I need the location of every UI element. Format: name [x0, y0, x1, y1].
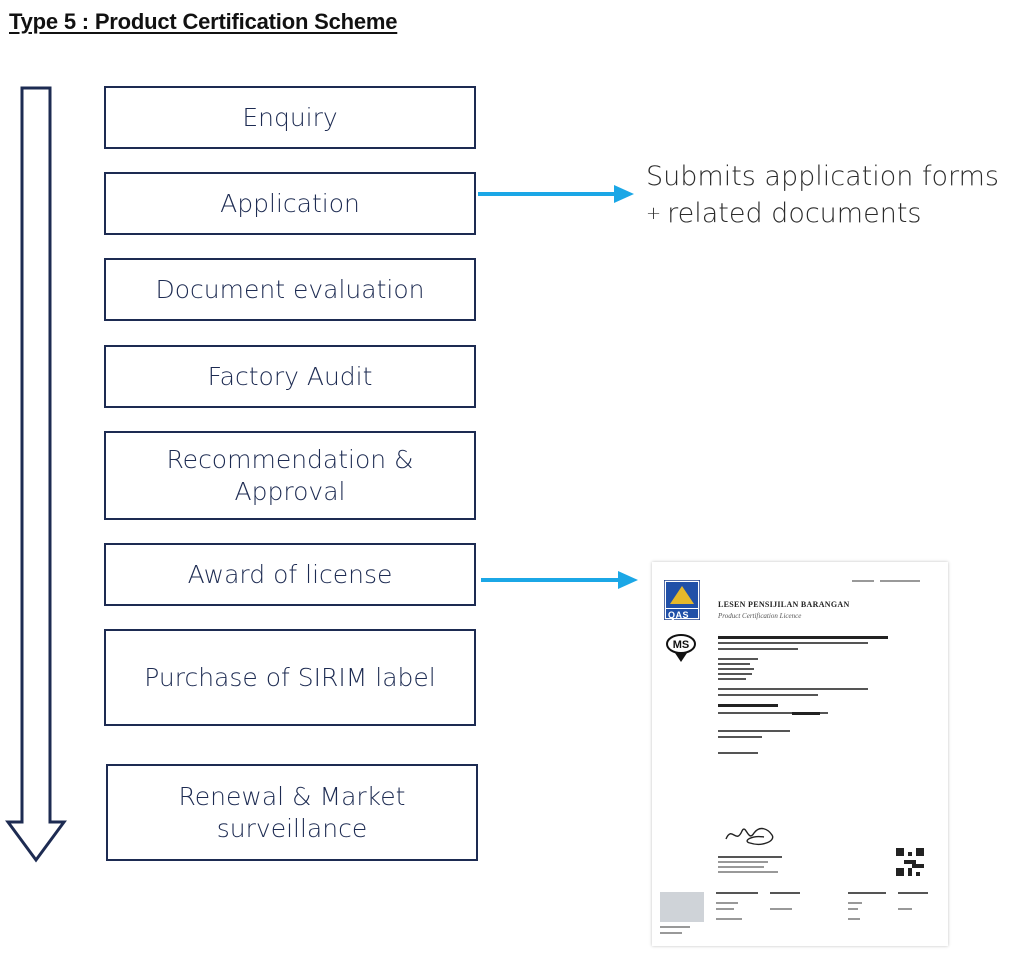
qas-logo-icon: [664, 580, 700, 620]
process-flow-down-arrow: [5, 86, 67, 863]
application-note-line2: related documents: [667, 198, 922, 229]
footer-stamp: [660, 892, 704, 922]
application-note-line1: Submits application forms: [646, 161, 999, 192]
application-connector-head: [614, 185, 634, 203]
step-enquiry: Enquiry: [104, 86, 476, 149]
step-renewal-label-line2: surveillance: [216, 813, 368, 843]
step-award-of-license: Award of license: [104, 543, 476, 606]
step-recommendation-approval: Recommendation & Approval: [104, 431, 476, 520]
step-factory-audit-label: Factory Audit: [207, 361, 373, 391]
step-application-label: Application: [220, 188, 360, 218]
license-heading: LESEN PENSIJILAN BARANGAN: [718, 600, 850, 609]
license-subheading: Product Certification Licence: [718, 612, 802, 620]
flow-arrow-shape: [5, 86, 67, 863]
application-note-line2-wrap: +related documents: [646, 195, 1026, 232]
page-title: Type 5 : Product Certification Scheme: [9, 9, 398, 34]
plus-bullet-icon: +: [646, 203, 662, 224]
step-document-evaluation-label: Document evaluation: [155, 274, 425, 304]
step-recommendation-approval-label-line2: Approval: [234, 476, 346, 506]
step-purchase-sirim-label: Purchase of SIRIM label: [104, 629, 476, 726]
step-purchase-sirim-label-label: Purchase of SIRIM label: [144, 662, 436, 692]
step-application: Application: [104, 172, 476, 235]
step-award-of-license-label: Award of license: [187, 559, 393, 589]
qas-logo-text: QAS: [668, 610, 690, 620]
qr-code-icon: [896, 848, 924, 876]
license-document-image: QAS LESEN PENSIJILAN BARANGAN Product Ce…: [652, 562, 948, 946]
step-renewal-label-line1: Renewal & Market: [178, 781, 406, 811]
step-recommendation-approval-label-line1: Recommendation &: [166, 444, 414, 474]
svg-text:MS: MS: [673, 639, 690, 651]
signature-icon: [725, 827, 774, 845]
step-factory-audit: Factory Audit: [104, 345, 476, 408]
award-connector-head: [618, 571, 638, 589]
step-renewal-market-surveillance: Renewal & Market surveillance: [106, 764, 478, 861]
ms-mark-icon: MS: [666, 634, 696, 662]
application-note: Submits application forms +related docum…: [646, 158, 1026, 232]
step-document-evaluation: Document evaluation: [104, 258, 476, 321]
step-enquiry-label: Enquiry: [242, 102, 338, 132]
